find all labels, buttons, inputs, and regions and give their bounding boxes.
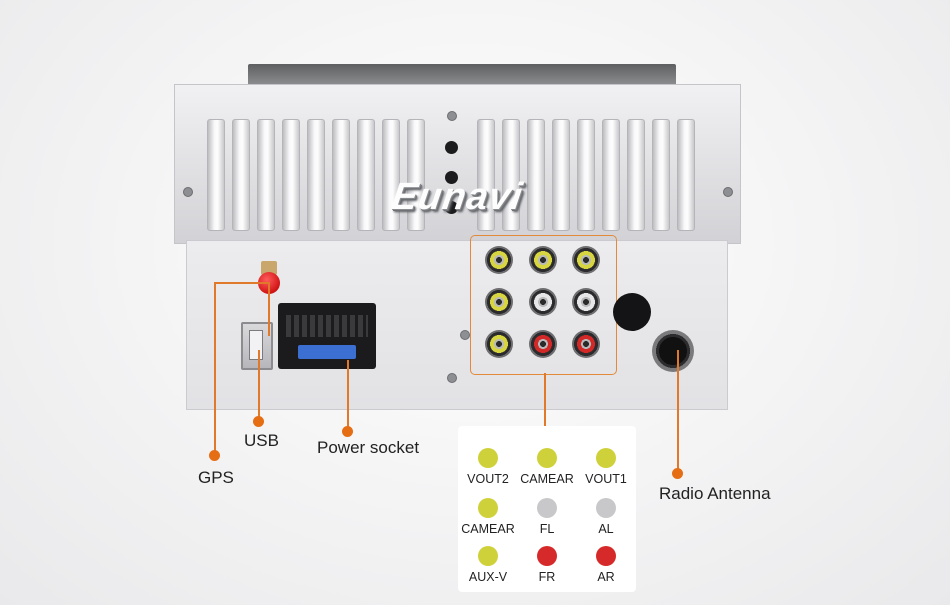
legend-label: VOUT1 — [585, 472, 627, 486]
rca-jack — [485, 246, 513, 274]
device-top-plate — [248, 64, 676, 86]
device-heatsink-panel — [174, 84, 741, 244]
heatsink-fin — [477, 119, 495, 231]
gps-leader-line — [214, 282, 216, 454]
rca-jack — [529, 288, 557, 316]
heatsink-fin — [232, 119, 250, 231]
legend-color-dot — [596, 498, 616, 518]
heatsink-fin — [552, 119, 570, 231]
legend-label: AR — [597, 570, 615, 584]
screw — [460, 330, 470, 340]
heatsink-fin — [627, 119, 645, 231]
power-dot — [342, 426, 353, 437]
heatsink-fin — [207, 119, 225, 231]
rca-jack — [529, 330, 557, 358]
legend-color-dot — [478, 448, 498, 468]
heatsink-fin — [357, 119, 375, 231]
round-port — [613, 293, 651, 331]
screw — [183, 187, 193, 197]
legend-item: AR — [576, 546, 636, 584]
usb-dot — [253, 416, 264, 427]
legend-item: AUX-V — [458, 546, 518, 584]
heatsink-fin — [307, 119, 325, 231]
screw — [447, 111, 457, 121]
heatsink-fin — [257, 119, 275, 231]
gps-label: GPS — [198, 468, 234, 487]
rca-jack — [572, 288, 600, 316]
legend-color-dot — [596, 448, 616, 468]
legend-item: AL — [576, 498, 636, 536]
mount-hole — [445, 201, 458, 214]
radio-antenna-label: Radio Antenna — [659, 484, 771, 503]
power-socket-connector — [278, 303, 376, 369]
mount-hole — [445, 171, 458, 184]
gps-dot — [209, 450, 220, 461]
legend-color-dot — [478, 498, 498, 518]
rca-leader-line — [544, 373, 546, 431]
heatsink-fin — [577, 119, 595, 231]
rca-jack — [572, 330, 600, 358]
power-socket-label: Power socket — [317, 438, 420, 457]
rca-jack — [485, 330, 513, 358]
legend-label: AUX-V — [468, 570, 508, 584]
rca-jack — [485, 288, 513, 316]
legend-item: FR — [517, 546, 577, 584]
rca-jack — [529, 246, 557, 274]
screw — [447, 373, 457, 383]
usb-leader-line — [258, 350, 260, 420]
legend-item: CAMEAR — [458, 498, 518, 536]
legend-label: FL — [539, 522, 555, 536]
heatsink-fin — [502, 119, 520, 231]
radio-antenna-port — [652, 330, 694, 372]
gps-leader-line — [214, 282, 270, 284]
heatsink-fin — [407, 119, 425, 231]
power-leader-line — [347, 360, 349, 430]
legend-label: AL — [598, 522, 614, 536]
rca-color-legend: VOUT2 CAMEAR VOUT1 CAMEAR FL AL AUX-V FR… — [458, 426, 636, 592]
heatsink-fin — [677, 119, 695, 231]
legend-color-dot — [596, 546, 616, 566]
heatsink-fin — [382, 119, 400, 231]
mount-hole — [445, 141, 458, 154]
legend-label: VOUT2 — [467, 472, 509, 486]
legend-item: CAMEAR — [517, 448, 577, 486]
legend-color-dot — [537, 448, 557, 468]
legend-color-dot — [537, 498, 557, 518]
heatsink-fin — [282, 119, 300, 231]
screw — [723, 187, 733, 197]
heatsink-fin — [527, 119, 545, 231]
heatsink-fin — [652, 119, 670, 231]
legend-label: CAMEAR — [461, 522, 515, 536]
antenna-leader-line — [677, 350, 679, 472]
legend-item: FL — [517, 498, 577, 536]
legend-label: FR — [538, 570, 556, 584]
heatsink-fin — [332, 119, 350, 231]
brand-logo: Eunavi — [389, 176, 526, 218]
legend-color-dot — [537, 546, 557, 566]
usb-label: USB — [244, 431, 279, 450]
legend-label: CAMEAR — [520, 472, 574, 486]
rca-jack — [572, 246, 600, 274]
legend-color-dot — [478, 546, 498, 566]
legend-item: VOUT2 — [458, 448, 518, 486]
legend-item: VOUT1 — [576, 448, 636, 486]
antenna-dot — [672, 468, 683, 479]
gps-leader-line — [268, 282, 270, 336]
rca-jack-group — [470, 235, 617, 375]
heatsink-fin — [602, 119, 620, 231]
